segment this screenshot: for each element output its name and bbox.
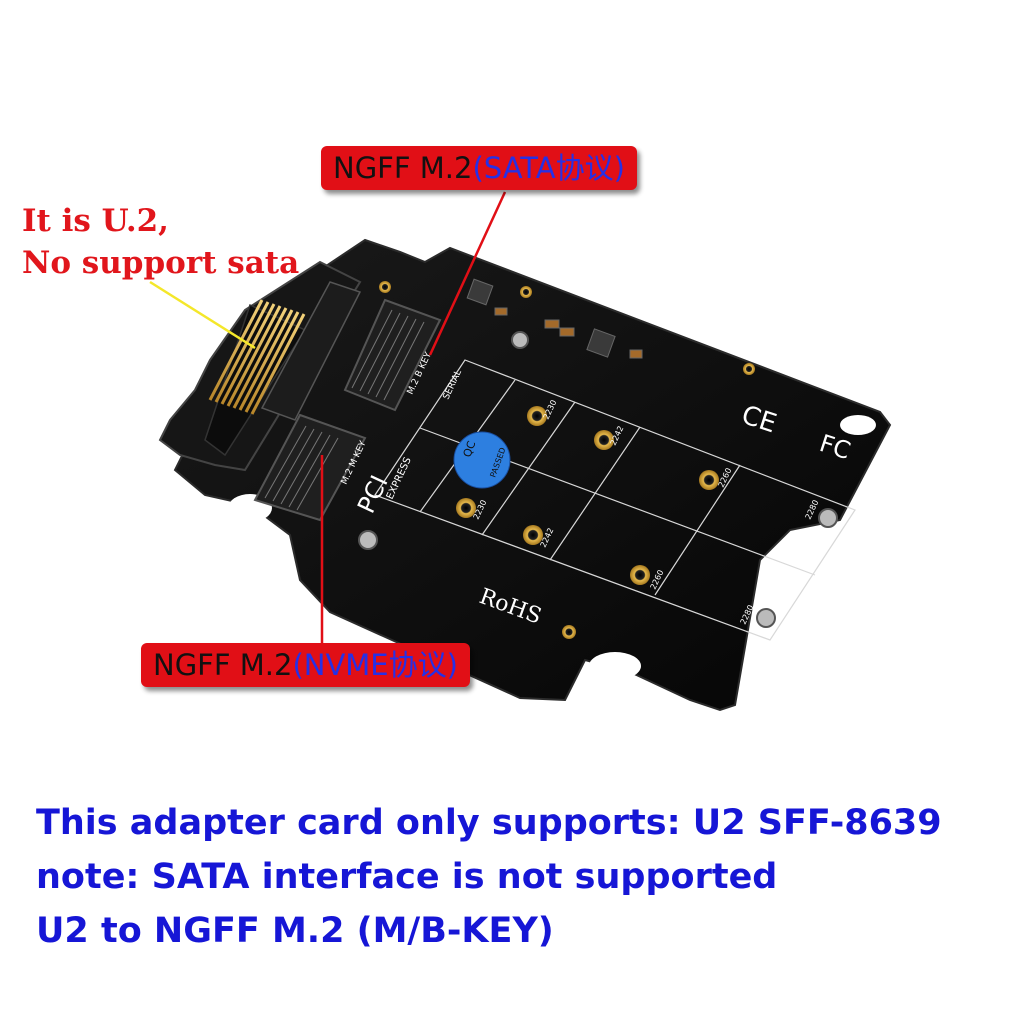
footer-line1: This adapter card only supports: U2 SFF-… bbox=[36, 803, 942, 843]
u2-connector bbox=[158, 260, 362, 472]
callout-arrows bbox=[320, 191, 507, 643]
u2-note-line1: It is U.2, bbox=[22, 203, 169, 239]
nvme-callout: NGFF M.2(NVME协议) bbox=[141, 643, 470, 687]
m2-sockets bbox=[253, 298, 442, 522]
u2-note-line2: No support sata bbox=[22, 245, 300, 281]
footer-line3: U2 to NGFF M.2 (M/B-KEY) bbox=[36, 911, 554, 951]
nvme-callout-prefix: NGFF M.2 bbox=[153, 648, 293, 682]
u2-arrow bbox=[149, 280, 256, 350]
u2-note: It is U.2, No support sata bbox=[22, 200, 299, 284]
qc-marking: QC bbox=[461, 439, 479, 459]
sata-callout: NGFF M.2(SATA协议) bbox=[321, 146, 637, 190]
footer-line2: note: SATA interface is not supported bbox=[36, 857, 778, 897]
nvme-callout-suffix: (NVME协议) bbox=[292, 648, 458, 682]
smd-components bbox=[466, 278, 643, 359]
sata-callout-suffix: (SATA协议) bbox=[472, 151, 625, 185]
footer-description: This adapter card only supports: U2 SFF-… bbox=[36, 796, 942, 958]
qc-sticker bbox=[453, 431, 511, 489]
sata-callout-prefix: NGFF M.2 bbox=[333, 151, 473, 185]
standoff-holes bbox=[358, 281, 838, 639]
pcb-board bbox=[173, 238, 892, 712]
